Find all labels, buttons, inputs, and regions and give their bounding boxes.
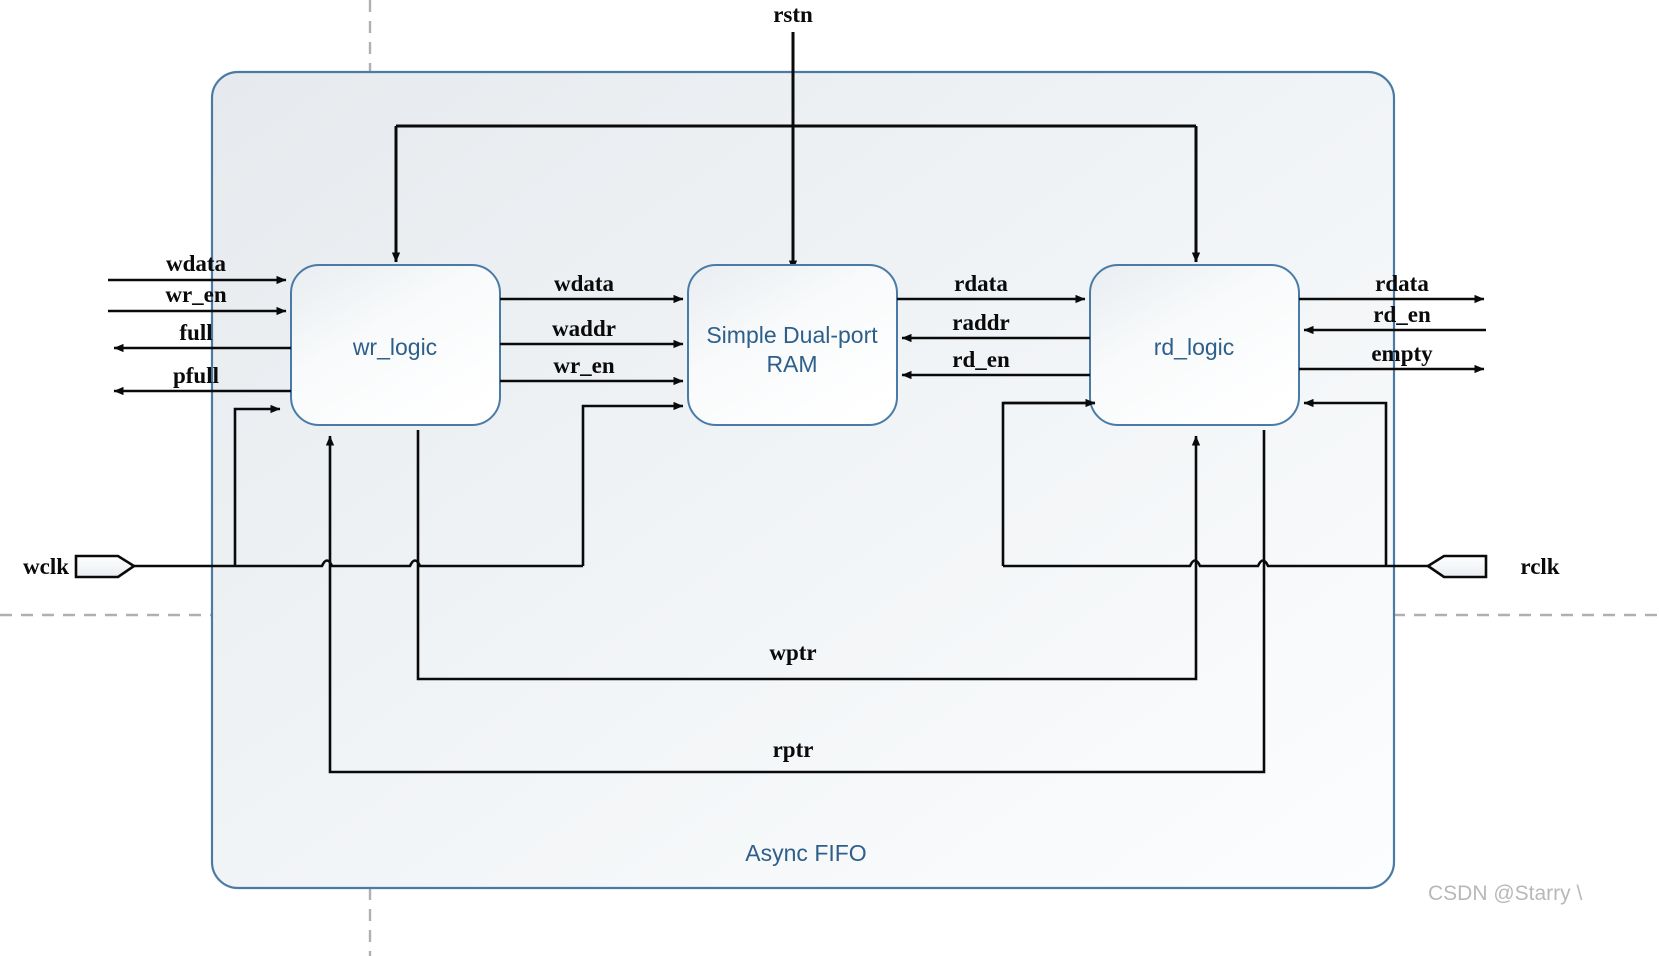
wclk-label: wclk <box>23 554 69 579</box>
rd-en-in-label: rd_en <box>1373 302 1431 327</box>
wclk-port-symbol[interactable] <box>74 554 137 579</box>
empty-out-label: empty <box>1371 341 1433 366</box>
rd-en-bus-label: rd_en <box>952 347 1010 372</box>
wdata-bus-label: wdata <box>554 271 615 296</box>
rclk-port-symbol[interactable] <box>1425 554 1488 579</box>
right-ports-group: rdata rd_en empty <box>1299 271 1486 374</box>
rclk-label: rclk <box>1520 554 1559 579</box>
block-wr-logic-label: wr_logic <box>352 334 437 360</box>
ram-to-rd-logic-group: rdata raddr rd_en <box>897 271 1090 380</box>
wr-en-in-label: wr_en <box>165 282 227 307</box>
raddr-bus-label: raddr <box>952 310 1010 335</box>
pfull-out-label: pfull <box>173 363 219 388</box>
wr-logic-to-ram-group: wdata waddr wr_en <box>500 271 684 386</box>
rdata-out-label: rdata <box>1375 271 1429 296</box>
block-ram-label-line1: Simple Dual-port <box>706 322 878 348</box>
wr-en-bus-label: wr_en <box>553 353 615 378</box>
block-simple-dual-port-ram[interactable] <box>687 264 898 426</box>
rclk-to-rd-logic-side-wire <box>1303 398 1388 566</box>
wclk-net: wclk <box>23 401 684 579</box>
rstn-label: rstn <box>773 2 813 27</box>
async-fifo-container <box>210 70 1396 890</box>
wptr-label: wptr <box>769 640 816 665</box>
full-out-label: full <box>179 320 212 345</box>
wclk-to-wr-logic-side-wire <box>233 404 281 566</box>
rclk-bus-wire <box>1003 559 1436 568</box>
csdn-watermark: CSDN @Starry \ <box>1428 882 1582 905</box>
block-ram-label-line2: RAM <box>766 351 817 377</box>
rdata-bus-label: rdata <box>954 271 1008 296</box>
wclk-to-ram-wire <box>581 401 684 566</box>
rclk-net: rclk <box>1001 398 1560 579</box>
wptr-wire <box>416 430 1201 681</box>
block-rd-logic-label: rd_logic <box>1154 334 1235 360</box>
async-fifo-title: Async FIFO <box>745 840 866 866</box>
left-ports-group: wdata wr_en full pfull <box>108 251 291 396</box>
block-rd-logic[interactable] <box>1089 264 1300 426</box>
waddr-bus-label: waddr <box>552 316 616 341</box>
wdata-in-label: wdata <box>166 251 227 276</box>
rptr-wire <box>325 430 1266 774</box>
rptr-net: rptr <box>325 430 1266 774</box>
rptr-label: rptr <box>773 737 814 762</box>
rstn-signal-net: rstn <box>391 2 1201 271</box>
wptr-net: wptr <box>416 430 1201 681</box>
